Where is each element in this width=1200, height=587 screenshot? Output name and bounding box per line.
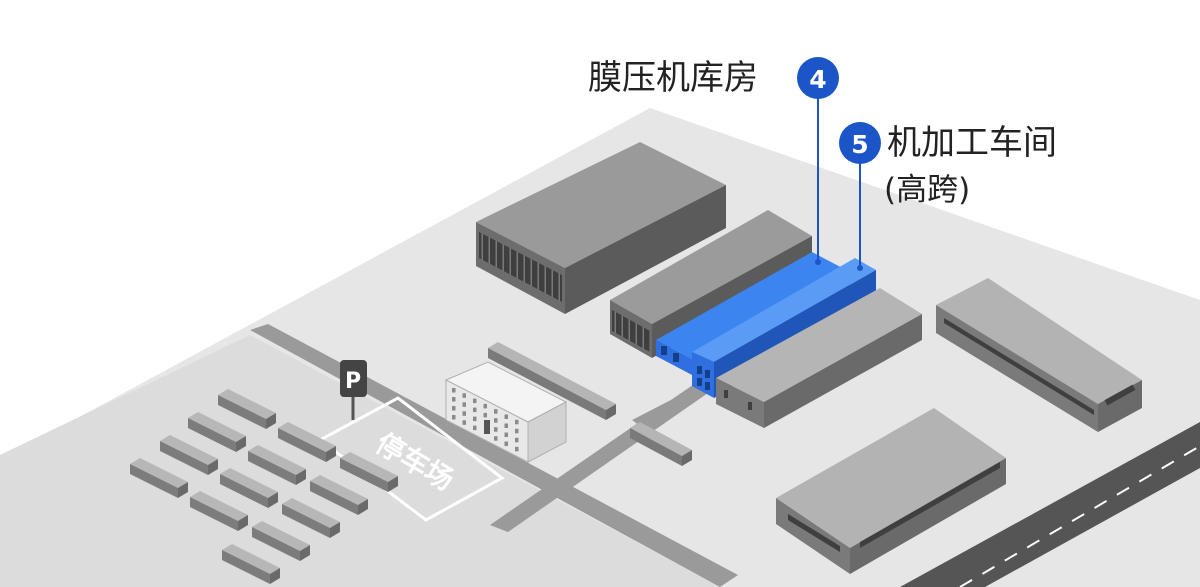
parking-sign: P: [340, 360, 367, 420]
house: [222, 544, 280, 584]
warehouse-large: [476, 142, 726, 314]
house: [278, 422, 336, 462]
warehouse-east-upper: [936, 278, 1142, 432]
marker-number-4: 4: [809, 65, 826, 94]
office-building-white: [444, 361, 568, 463]
house: [218, 389, 276, 429]
house: [252, 521, 310, 561]
parking-sign-letter: P: [345, 369, 361, 394]
residential-houses: [130, 389, 398, 584]
internal-roads: [250, 324, 738, 587]
house: [310, 475, 368, 515]
leader-dot-4: [815, 259, 821, 265]
label-membrane-press-storehouse: 膜压机库房: [588, 58, 758, 98]
house: [130, 458, 188, 498]
leader-dot-5: [857, 265, 863, 271]
house: [190, 491, 248, 531]
house: [340, 452, 398, 492]
marker-badge-4: 4: [797, 57, 839, 99]
house: [188, 412, 246, 452]
house: [220, 468, 278, 508]
main-road: [900, 422, 1200, 587]
workshop-grey-east: [716, 288, 922, 428]
label-machining-workshop-sub: (高跨): [884, 172, 971, 208]
storage-shed-long: [488, 342, 616, 420]
house: [248, 445, 306, 485]
label-machining-workshop: 机加工车间: [887, 123, 1057, 163]
house: [282, 498, 340, 538]
marker-number-5: 5: [851, 130, 868, 159]
warehouse-east-lower: [776, 408, 1006, 574]
storage-shed-small: [630, 422, 692, 466]
house: [160, 435, 218, 475]
marker-badge-5: 5: [839, 122, 881, 164]
